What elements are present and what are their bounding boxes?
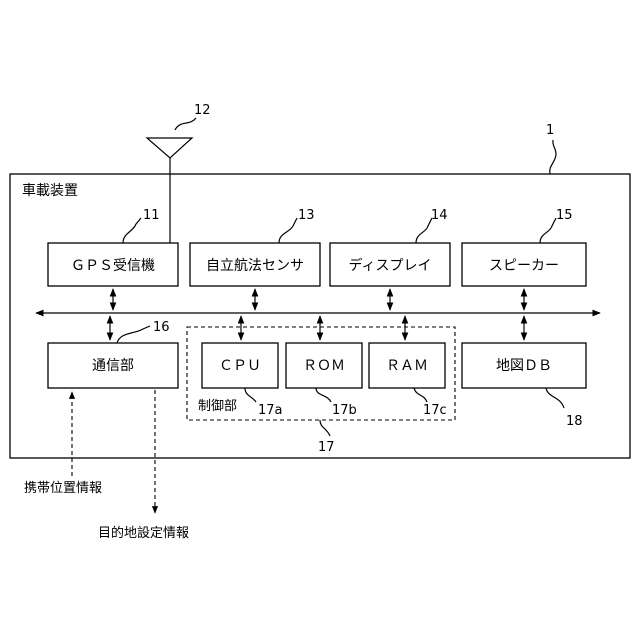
ram-ref: 17c <box>423 403 447 418</box>
antenna-ref: 12 <box>194 103 211 118</box>
rom-label: ＲＯＭ <box>303 358 345 374</box>
ram-label: ＲＡＭ <box>386 358 428 374</box>
device-ref: 1 <box>546 123 554 138</box>
cpu-ref: 17a <box>258 403 283 418</box>
speaker-ref: 15 <box>556 208 573 223</box>
control-unit-ref: 17 <box>318 440 335 455</box>
communication-unit-ref: 16 <box>153 320 170 335</box>
antenna-ref-leader <box>175 118 196 130</box>
gps-receiver-ref: 11 <box>143 208 160 223</box>
display-ref: 14 <box>431 208 448 223</box>
control-unit-label: 制御部 <box>198 399 237 414</box>
device-label: 車載装置 <box>22 182 78 199</box>
portable-position-info-label: 携帯位置情報 <box>24 480 102 496</box>
destination-setting-info-label: 目的地設定情報 <box>98 525 189 541</box>
self-contained-nav-sensor-ref: 13 <box>298 208 315 223</box>
map-db-label: 地図ＤＢ <box>496 358 552 374</box>
rom-ref: 17b <box>332 403 357 418</box>
map-db-ref: 18 <box>566 414 583 429</box>
gps-receiver-label: ＧＰＳ受信機 <box>71 258 155 274</box>
device-ref-leader <box>550 140 556 174</box>
display-label: ディスプレイ <box>348 257 431 274</box>
self-contained-nav-sensor-label: 自立航法センサ <box>206 258 304 274</box>
speaker-label: スピーカー <box>489 258 559 274</box>
communication-unit-label: 通信部 <box>92 358 134 374</box>
cpu-label: ＣＰＵ <box>219 358 261 374</box>
